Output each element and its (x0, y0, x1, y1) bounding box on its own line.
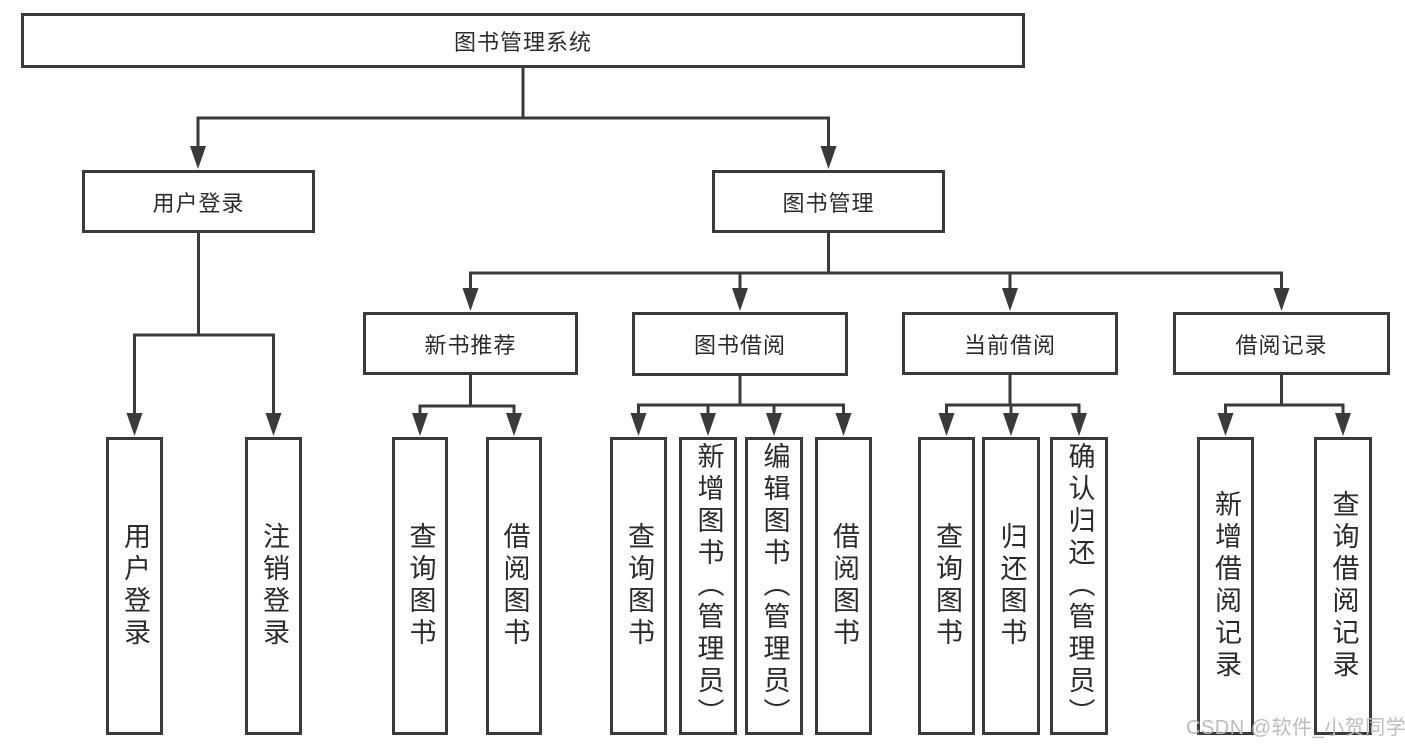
arrow-down-icon (700, 413, 716, 436)
current-borrow-label: 当前借阅 (963, 332, 1056, 358)
new-book-recommend-label: 新书推荐 (424, 332, 517, 358)
leaf-query-books-recommend: 查询图书 (392, 437, 448, 735)
leaf-return-books-label: 归还图书 (996, 522, 1027, 650)
arrow-down-icon (1335, 413, 1351, 436)
connector-borrow-record-to-leaves (1224, 375, 1345, 424)
arrow-down-icon (462, 288, 479, 311)
leaf-borrow-books: 借阅图书 (815, 437, 872, 735)
node-user-login: 用户登录 (82, 170, 315, 233)
arrow-down-icon (835, 413, 852, 436)
leaf-edit-books-admin: 编辑图书（管理员） (745, 437, 803, 735)
leaf-add-borrow-record: 新增借阅记录 (1197, 437, 1254, 735)
node-root-system: 图书管理系统 (21, 13, 1025, 68)
leaf-query-books-current: 查询图书 (918, 437, 975, 735)
watermark: CSDN @软件_小贺同学 (1186, 717, 1405, 739)
arrow-down-icon (732, 288, 748, 311)
leaf-add-books-admin-label: 新增图书（管理员） (693, 442, 724, 730)
leaf-user-login-label: 用户登录 (120, 522, 150, 650)
leaf-query-books-recommend-label: 查询图书 (405, 522, 436, 650)
connector-user-login-to-leaves (133, 233, 275, 424)
arrow-down-icon (265, 413, 282, 436)
leaf-add-borrow-record-label: 新增借阅记录 (1211, 490, 1241, 682)
connector-root-to-level2 (196, 68, 830, 150)
book-management-label: 图书管理 (782, 190, 875, 216)
leaf-logout-label: 注销登录 (259, 522, 289, 650)
node-current-borrow: 当前借阅 (902, 312, 1118, 375)
leaf-borrow-books-recommend-label: 借阅图书 (499, 522, 530, 650)
leaf-add-books-admin: 新增图书（管理员） (679, 437, 737, 735)
leaf-query-books-borrow-label: 查询图书 (624, 522, 654, 650)
arrow-down-icon (938, 413, 955, 436)
user-login-label: 用户登录 (152, 190, 245, 216)
arrow-down-icon (506, 413, 522, 436)
arrow-down-icon (766, 413, 782, 436)
arrow-down-icon (126, 413, 143, 436)
arrow-down-icon (630, 413, 647, 436)
leaf-confirm-return-admin: 确认归还（管理员） (1050, 437, 1108, 735)
arrowheads (126, 146, 1351, 436)
arrow-down-icon (1217, 413, 1234, 436)
leaf-user-login: 用户登录 (106, 437, 163, 735)
arrow-down-icon (1273, 288, 1290, 311)
leaf-query-books-borrow: 查询图书 (610, 437, 667, 735)
arrow-down-icon (190, 146, 206, 169)
connector-book-borrow-to-leaves (637, 376, 845, 424)
leaf-query-borrow-record: 查询借阅记录 (1314, 437, 1372, 735)
arrow-down-icon (1071, 413, 1087, 436)
leaf-return-books: 归还图书 (982, 437, 1040, 735)
leaf-query-borrow-record-label: 查询借阅记录 (1328, 490, 1359, 682)
borrow-records-label: 借阅记录 (1235, 332, 1328, 358)
arrow-down-icon (1002, 288, 1018, 311)
arrow-down-icon (412, 413, 428, 436)
node-borrow-records: 借阅记录 (1173, 312, 1390, 375)
connector-book-mgmt-to-modules (469, 233, 1283, 293)
leaf-logout: 注销登录 (245, 437, 302, 735)
leaf-query-books-current-label: 查询图书 (932, 522, 962, 650)
leaf-borrow-books-label: 借阅图书 (829, 522, 859, 650)
leaf-borrow-books-recommend: 借阅图书 (486, 437, 542, 735)
leaf-edit-books-admin-label: 编辑图书（管理员） (759, 442, 790, 730)
arrow-down-icon (1003, 413, 1019, 436)
connector-new-book-to-leaves (418, 375, 516, 424)
arrow-down-icon (820, 146, 837, 169)
node-new-book-recommend: 新书推荐 (363, 312, 578, 375)
node-book-management: 图书管理 (712, 170, 945, 233)
root-label: 图书管理系统 (453, 29, 592, 55)
leaf-confirm-return-admin-label: 确认归还（管理员） (1064, 442, 1095, 730)
node-book-borrow: 图书借阅 (632, 312, 848, 376)
book-borrow-label: 图书借阅 (693, 333, 786, 358)
